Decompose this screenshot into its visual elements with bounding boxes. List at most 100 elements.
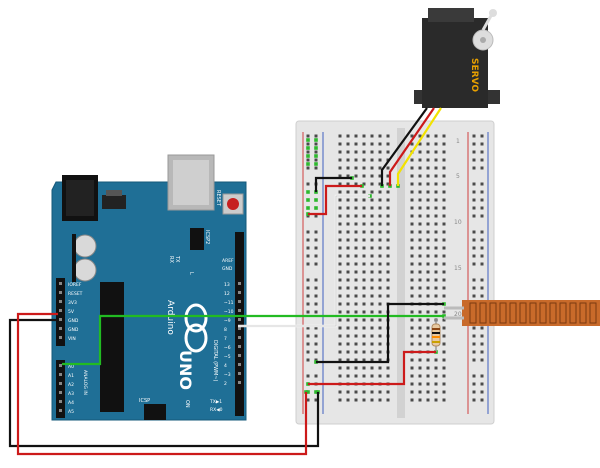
- breadboard-connected-hole: [306, 390, 310, 394]
- breadboard-rail-hole: [306, 278, 310, 282]
- breadboard-hole: [338, 262, 342, 266]
- breadboard-hole: [346, 390, 350, 394]
- digital-pin: [238, 345, 241, 348]
- digital-pin: [238, 381, 241, 384]
- breadboard-hole: [370, 150, 374, 154]
- breadboard-hole: [346, 182, 350, 186]
- breadboard-rail-hole: [472, 166, 476, 170]
- breadboard-hole: [386, 230, 390, 234]
- breadboard-hole: [362, 190, 366, 194]
- breadboard-hole: [378, 214, 382, 218]
- breadboard-rail-hole: [306, 150, 310, 154]
- breadboard-connected-hole: [306, 146, 310, 150]
- breadboard-rail-hole: [306, 182, 310, 186]
- breadboard-rail-hole: [306, 358, 310, 362]
- breadboard-hole: [386, 294, 390, 298]
- breadboard-hole: [434, 270, 438, 274]
- breadboard-hole: [362, 286, 366, 290]
- breadboard-rail-hole: [472, 326, 476, 330]
- breadboard-hole: [434, 286, 438, 290]
- breadboard-hole: [434, 246, 438, 250]
- breadboard-hole: [434, 182, 438, 186]
- breadboard-hole: [354, 302, 358, 306]
- breadboard-hole: [354, 366, 358, 370]
- breadboard-hole: [338, 158, 342, 162]
- breadboard-hole: [442, 150, 446, 154]
- servo-label: SERVO: [469, 58, 479, 92]
- breadboard-hole: [362, 206, 366, 210]
- breadboard-hole: [354, 174, 358, 178]
- breadboard-hole: [378, 150, 382, 154]
- capacitor-base: [72, 234, 76, 282]
- breadboard-hole: [410, 222, 414, 226]
- breadboard-connected-hole: [306, 190, 310, 194]
- breadboard-hole: [426, 254, 430, 258]
- breadboard-hole: [410, 142, 414, 146]
- jumper-wire-black-flex: [316, 302, 444, 364]
- breadboard-rail-hole: [306, 262, 310, 266]
- digital-pin-label: ~6: [224, 345, 231, 351]
- analog-pin: [59, 391, 62, 394]
- breadboard-hole: [354, 206, 358, 210]
- breadboard-hole: [370, 230, 374, 234]
- breadboard-hole: [410, 366, 414, 370]
- breadboard-hole: [346, 166, 350, 170]
- breadboard-hole: [434, 166, 438, 170]
- breadboard-hole: [426, 214, 430, 218]
- breadboard-hole: [426, 190, 430, 194]
- breadboard-hole: [418, 286, 422, 290]
- digital-pin: [238, 336, 241, 339]
- breadboard-rail-hole: [472, 398, 476, 402]
- breadboard-rail-hole: [480, 286, 484, 290]
- breadboard-hole: [434, 390, 438, 394]
- breadboard-hole: [378, 318, 382, 322]
- breadboard-hole: [418, 150, 422, 154]
- breadboard-hole: [426, 262, 430, 266]
- breadboard-rail-hole: [314, 294, 318, 298]
- breadboard-hole: [362, 182, 366, 186]
- breadboard-hole: [418, 174, 422, 178]
- breadboard-hole: [426, 342, 430, 346]
- breadboard-hole: [378, 334, 382, 338]
- breadboard-hole: [378, 262, 382, 266]
- breadboard-hole: [370, 374, 374, 378]
- breadboard-hole: [410, 254, 414, 258]
- signal-wire-white-outline: [238, 195, 370, 327]
- breadboard-hole: [338, 222, 342, 226]
- breadboard-hole: [410, 238, 414, 242]
- bb-row-label: 1: [456, 138, 460, 145]
- breadboard-rail-hole: [306, 230, 310, 234]
- breadboard-hole: [354, 198, 358, 202]
- voltage-regulator-tab: [106, 190, 122, 196]
- breadboard-hole: [378, 230, 382, 234]
- breadboard-hole: [370, 142, 374, 146]
- breadboard-hole: [386, 134, 390, 138]
- breadboard-rail-hole: [480, 350, 484, 354]
- breadboard-hole: [362, 198, 366, 202]
- reset-button-cap[interactable]: [227, 198, 239, 210]
- breadboard-hole: [354, 398, 358, 402]
- power-pin: [59, 318, 62, 321]
- breadboard-hole: [338, 358, 342, 362]
- digital-pin: [238, 300, 241, 303]
- flex-sensor-stripe: [489, 302, 497, 324]
- breadboard-hole: [370, 366, 374, 370]
- breadboard-hole: [418, 278, 422, 282]
- l-label: L: [188, 272, 194, 275]
- flex-sensor-stripe: [559, 302, 567, 324]
- breadboard-hole: [378, 390, 382, 394]
- breadboard-rail-hole: [306, 374, 310, 378]
- icsp-label: ICSP: [139, 398, 150, 404]
- breadboard-hole: [434, 366, 438, 370]
- breadboard-hole: [426, 286, 430, 290]
- breadboard-hole: [442, 214, 446, 218]
- breadboard-hole: [354, 230, 358, 234]
- breadboard-hole: [426, 374, 430, 378]
- breadboard-hole: [410, 166, 414, 170]
- breadboard-hole: [386, 214, 390, 218]
- breadboard-hole: [442, 246, 446, 250]
- breadboard-hole: [370, 326, 374, 330]
- breadboard-hole: [346, 254, 350, 258]
- digital-pin: [238, 363, 241, 366]
- breadboard-hole: [346, 310, 350, 314]
